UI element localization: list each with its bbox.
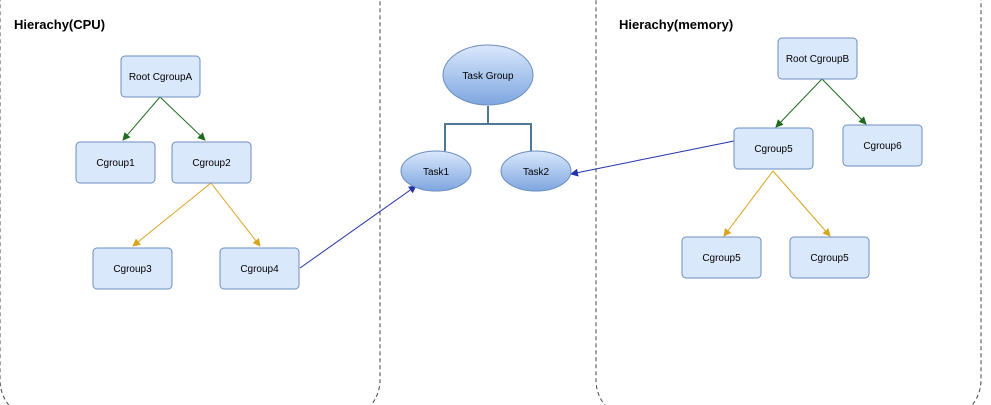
task-group-bracket-connector: [444, 106, 532, 151]
edge-cgroup5-to-cgroup5-left: [723, 170, 774, 237]
node-cgroup1: Cgroup1: [75, 141, 156, 184]
node-cgroup4: Cgroup4: [219, 247, 300, 290]
node-root-cgroup-b: Root CgroupB: [777, 37, 858, 80]
node-task1: Task1: [400, 150, 472, 192]
node-mem-cgroup5-left: Cgroup5: [681, 236, 762, 279]
node-root-cgroup-b-label: Root CgroupB: [786, 54, 850, 65]
node-mem-cgroup6-label: Cgroup6: [863, 141, 902, 152]
node-task2: Task2: [500, 150, 572, 192]
node-root-cgroup-a-label: Root CgroupA: [129, 72, 193, 83]
edge-root-b-to-cgroup5: [775, 78, 823, 128]
node-mem-cgroup5-left-label: Cgroup5: [702, 253, 741, 264]
node-mem-cgroup5-right-label: Cgroup5: [810, 253, 849, 264]
node-cgroup4-label: Cgroup4: [240, 264, 279, 275]
node-task-group: Task Group: [442, 44, 534, 106]
edge-root-a-to-cgroup1: [122, 96, 161, 141]
edge-cgroup2-to-cgroup3: [132, 182, 212, 247]
memory-hierarchy-container: [595, 0, 982, 405]
node-cgroup3: Cgroup3: [92, 247, 173, 290]
node-mem-cgroup6: Cgroup6: [842, 124, 923, 167]
node-cgroup1-label: Cgroup1: [96, 158, 135, 169]
node-task1-label: Task1: [423, 167, 450, 178]
node-task-group-label: Task Group: [462, 71, 514, 82]
node-root-cgroup-a: Root CgroupA: [120, 55, 201, 98]
edge-root-a-to-cgroup2: [159, 96, 206, 141]
node-task2-label: Task2: [523, 167, 550, 178]
node-cgroup2-label: Cgroup2: [192, 158, 231, 169]
edge-root-b-to-cgroup6: [821, 78, 867, 125]
node-cgroup3-label: Cgroup3: [113, 264, 152, 275]
node-mem-cgroup5-label: Cgroup5: [754, 144, 793, 155]
edge-cgroup5-to-cgroup5-right: [772, 170, 831, 237]
memory-hierarchy-title: Hierachy(memory): [619, 17, 733, 32]
node-mem-cgroup5: Cgroup5: [733, 127, 814, 170]
node-mem-cgroup5-right: Cgroup5: [789, 236, 870, 279]
edge-mem-cgroup5-to-task2: [570, 140, 735, 177]
node-cgroup2: Cgroup2: [171, 141, 252, 184]
cpu-hierarchy-title: Hierachy(CPU): [14, 17, 105, 32]
edge-cgroup4-to-task1: [299, 185, 417, 269]
edge-cgroup2-to-cgroup4: [210, 182, 261, 247]
